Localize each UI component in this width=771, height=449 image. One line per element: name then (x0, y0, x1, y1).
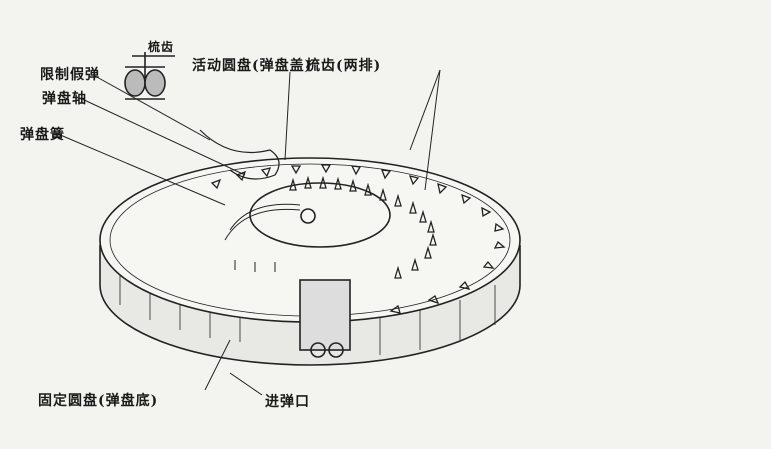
label-drum-shaft: 弹盘轴 (42, 91, 87, 107)
label-comb-teeth-inset: 梳齿 (148, 40, 175, 54)
label-fixed-disc: 固定圆盘(弹盘底) (38, 393, 159, 409)
center-hub (249, 182, 391, 248)
comb-teeth-rows (210, 164, 506, 314)
label-moving-disc: 活动圆盘(弹盘盖) (192, 58, 313, 74)
label-comb-teeth-two-rows: 梳齿(两排) (306, 58, 382, 74)
label-drum-spring: 弹盘簧 (20, 127, 65, 143)
feed-opening-shape (299, 279, 351, 351)
label-feed-opening: 进弹口 (265, 394, 310, 410)
label-limit-dummy-round: 限制假弹 (40, 67, 100, 83)
comb-teeth-inset-figure (124, 52, 175, 100)
